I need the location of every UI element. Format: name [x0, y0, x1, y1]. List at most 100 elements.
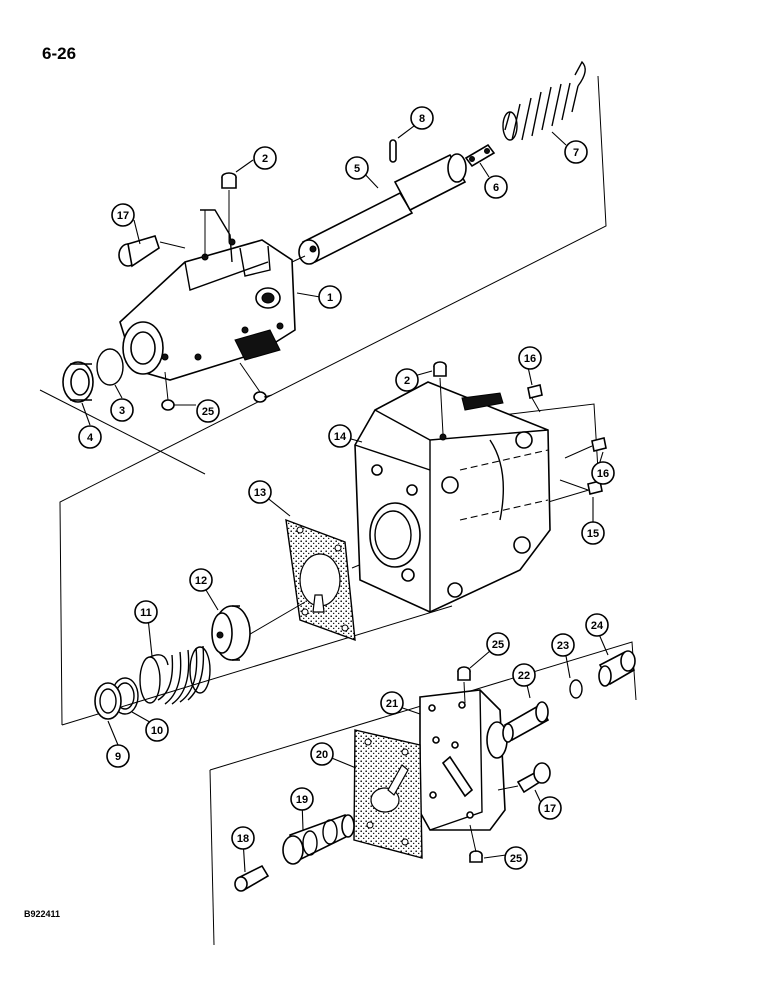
gasket-part-20 — [353, 729, 423, 859]
pump-housing-part-14 — [354, 381, 551, 613]
shaft-part-5 — [291, 153, 467, 265]
pin-part-8 — [389, 139, 397, 163]
callout-c2b: 2 — [395, 368, 419, 392]
callout-c18: 18 — [231, 826, 255, 850]
callout-number: 11 — [140, 607, 152, 619]
washer-part-9 — [94, 682, 122, 720]
callout-c19: 19 — [290, 787, 314, 811]
callout-c15: 15 — [581, 521, 605, 545]
callout-circle — [486, 632, 510, 656]
callout-number: 3 — [119, 405, 125, 417]
callout-number: 2 — [262, 153, 268, 165]
spring-part-11 — [139, 645, 211, 705]
callout-c22: 22 — [512, 663, 536, 687]
callout-number: 12 — [195, 575, 207, 587]
plug-part-2-middle — [433, 361, 447, 435]
callout-c12: 12 — [189, 568, 213, 592]
callout-c20: 20 — [310, 742, 334, 766]
callout-number: 20 — [316, 749, 328, 761]
callout-circle — [585, 613, 609, 637]
callout-c16a: 16 — [518, 346, 542, 370]
callout-circle — [410, 106, 434, 130]
callout-circle — [145, 718, 169, 742]
callout-c2a: 2 — [253, 146, 277, 170]
callout-number: 8 — [419, 113, 425, 125]
callout-c8: 8 — [410, 106, 434, 130]
callout-circle — [551, 633, 575, 657]
seal-part-4 — [62, 361, 94, 403]
callout-circle — [512, 663, 536, 687]
callout-number: 25 — [202, 406, 214, 418]
callout-c24: 24 — [585, 613, 609, 637]
callout-c5: 5 — [345, 156, 369, 180]
callout-number: 16 — [597, 468, 609, 480]
callout-circle — [484, 175, 508, 199]
callout-circle — [189, 568, 213, 592]
callout-number: 22 — [518, 670, 530, 682]
plugs-part-16-15 — [527, 384, 607, 495]
callout-number: 2 — [404, 375, 410, 387]
plug-part-2-upper — [204, 172, 237, 257]
callout-number: 6 — [493, 182, 499, 194]
callout-number: 17 — [117, 210, 129, 222]
callout-circle — [538, 796, 562, 820]
plunger-part-18 — [234, 864, 270, 892]
callout-circle — [345, 156, 369, 180]
callout-number: 13 — [254, 487, 266, 499]
callout-c25c: 25 — [504, 846, 528, 870]
callout-circle — [564, 140, 588, 164]
callout-circle — [253, 146, 277, 170]
callout-c25b: 25 — [486, 632, 510, 656]
callout-number: 19 — [296, 794, 308, 806]
callout-circle — [110, 398, 134, 422]
callout-number: 21 — [386, 698, 398, 710]
callout-number: 18 — [237, 833, 249, 845]
callout-circle — [106, 744, 130, 768]
callout-circle — [395, 368, 419, 392]
valve-housing-part-1 — [119, 209, 296, 381]
o-ring-part-3 — [96, 348, 124, 386]
plugs-part-25-upper — [161, 362, 267, 411]
callout-c3: 3 — [110, 398, 134, 422]
callout-c9: 9 — [106, 744, 130, 768]
callout-circle — [78, 425, 102, 449]
o-ring-part-23 — [569, 679, 583, 699]
end-cover-part-21 — [419, 689, 508, 831]
callout-number: 10 — [151, 725, 163, 737]
callout-number: 23 — [557, 640, 569, 652]
callout-number: 4 — [87, 432, 94, 444]
spool-part-19 — [282, 813, 355, 865]
callout-c25a: 25 — [196, 399, 220, 423]
plugs-part-25-lower — [457, 666, 483, 863]
callout-number: 25 — [510, 853, 522, 865]
callout-number: 16 — [524, 353, 536, 365]
callout-number: 24 — [591, 620, 604, 632]
callout-circle — [310, 742, 334, 766]
callout-circle — [380, 691, 404, 715]
callout-circle — [328, 424, 352, 448]
callout-circle — [290, 787, 314, 811]
spring-part-7 — [502, 60, 586, 141]
callout-c4: 4 — [78, 425, 102, 449]
cap-screw-part-17-upper — [118, 235, 186, 268]
callout-c17b: 17 — [538, 796, 562, 820]
callout-circle — [248, 480, 272, 504]
spring-seat-part-12 — [211, 605, 251, 661]
callout-c21: 21 — [380, 691, 404, 715]
callout-c23: 23 — [551, 633, 575, 657]
callout-c16b: 16 — [591, 461, 615, 485]
callout-circle — [518, 346, 542, 370]
callout-circle — [196, 399, 220, 423]
callout-number: 9 — [115, 751, 121, 763]
callout-circle — [231, 826, 255, 850]
page-label: 6-26 — [42, 44, 77, 63]
callout-c7: 7 — [564, 140, 588, 164]
callout-number: 5 — [354, 163, 360, 175]
figure-code: B922411 — [24, 909, 61, 919]
gasket-part-13 — [239, 518, 356, 642]
callout-c14: 14 — [328, 424, 352, 448]
callout-number: 14 — [334, 431, 347, 443]
callout-c6: 6 — [484, 175, 508, 199]
callout-circle — [134, 600, 158, 624]
